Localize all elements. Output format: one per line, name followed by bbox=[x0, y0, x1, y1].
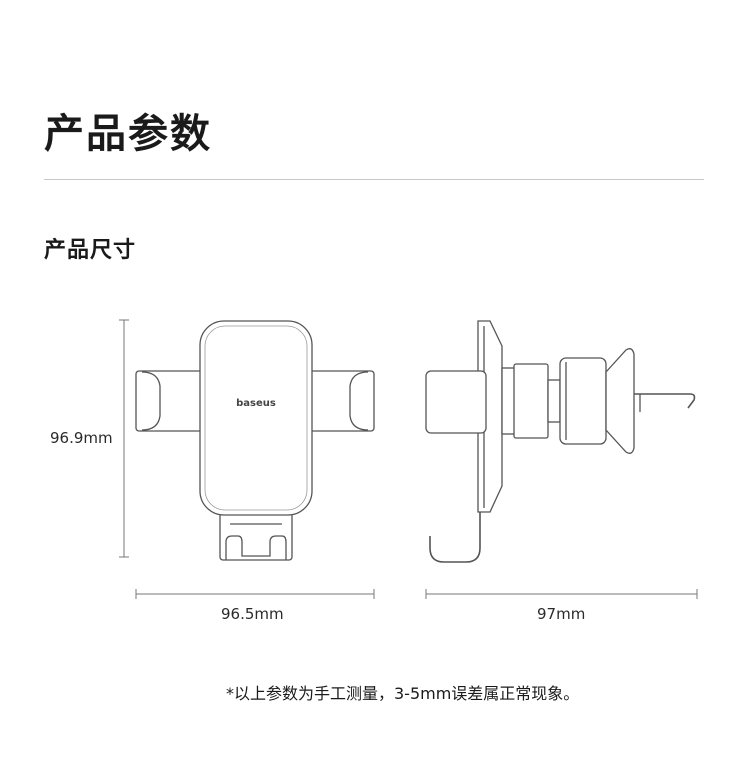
side-width-dimension-label: 97mm bbox=[537, 605, 586, 623]
brand-logo: baseus bbox=[236, 398, 276, 409]
section-title: 产品尺寸 bbox=[44, 238, 137, 263]
front-width-dimension-line bbox=[135, 589, 375, 599]
height-dimension-line bbox=[119, 319, 129, 558]
height-dimension-label: 96.9mm bbox=[50, 429, 113, 447]
title-divider bbox=[44, 179, 704, 180]
page-title: 产品参数 bbox=[44, 111, 212, 157]
side-view bbox=[425, 320, 696, 563]
front-view bbox=[135, 320, 375, 561]
front-width-dimension-label: 96.5mm bbox=[221, 605, 284, 623]
side-width-dimension-line bbox=[425, 589, 698, 599]
measurement-footnote: *以上参数为手工测量，3-5mm误差属正常现象。 bbox=[226, 684, 580, 703]
